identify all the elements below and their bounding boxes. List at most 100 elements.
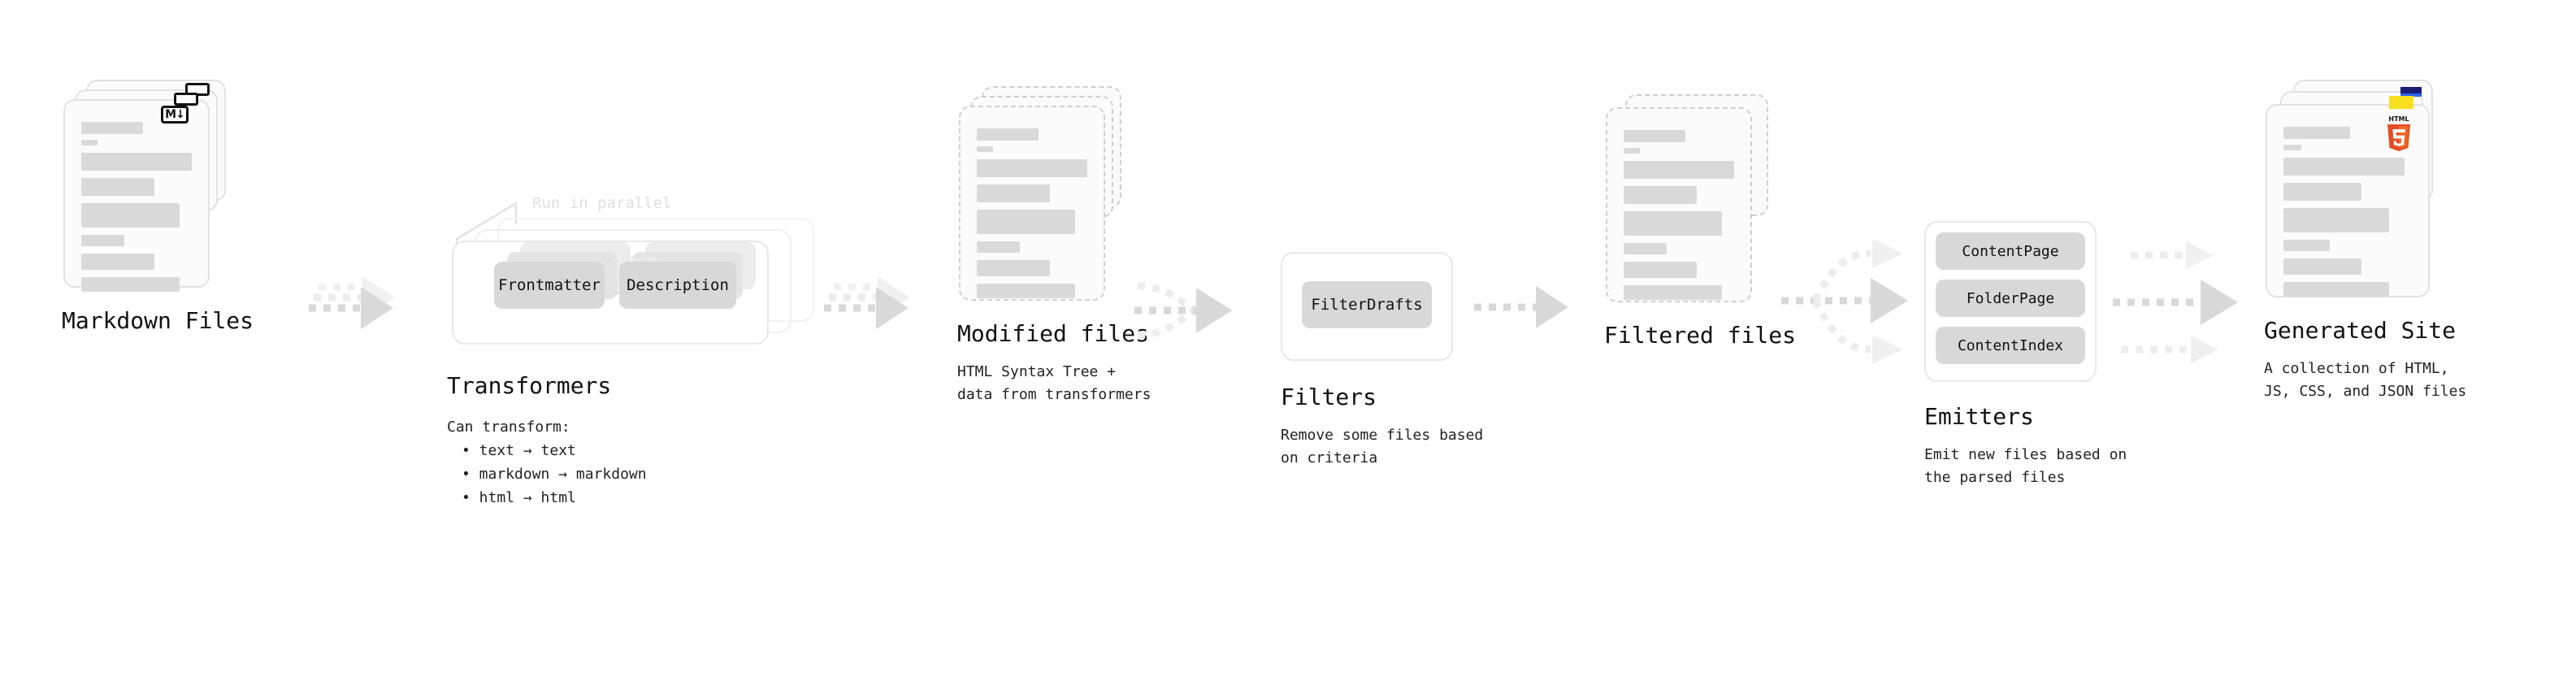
site-card-stack: HTML — [2266, 80, 2452, 297]
stage-markdown-files: M↓ Markdown Files — [62, 80, 254, 334]
skeleton-bar — [81, 203, 180, 228]
markdown-icon-letter: M — [165, 108, 176, 121]
modified-card-front — [959, 106, 1105, 301]
arrowhead — [1196, 288, 1232, 333]
modified-card-stack — [959, 86, 1130, 301]
arrowhead-faded — [1872, 239, 1903, 268]
stage-filtered-files: Filtered files — [1604, 94, 1796, 349]
skeleton-bar — [2283, 183, 2362, 201]
emitters-pill-folderpage[interactable]: FolderPage — [1936, 280, 2085, 317]
skeleton-bar — [1624, 285, 1723, 300]
transformers-subtitle: Can transform: — [447, 419, 570, 436]
filters-pill-filterdrafts-label: FilterDrafts — [1311, 296, 1423, 314]
skeleton-bar — [1624, 186, 1697, 204]
stage-title-transformers: Transformers — [447, 372, 612, 399]
arrowhead-faded — [2186, 241, 2214, 269]
markdown-card-front — [63, 99, 210, 292]
filters-pill-filterdrafts[interactable]: FilterDrafts — [1302, 281, 1432, 328]
modified-files-subtitle: HTML Syntax Tree + data from transformer… — [957, 363, 1151, 403]
stage-generated-site: HTML Generated Site A collection of HTML… — [2264, 80, 2466, 400]
skeleton-bar — [977, 241, 1021, 253]
skeleton-bar — [81, 178, 154, 196]
skeleton-bar — [1624, 148, 1641, 154]
emitters-pill-folderpage-label: FolderPage — [1966, 289, 2055, 307]
skeleton-bar — [2283, 145, 2302, 150]
skeleton-bar — [1624, 211, 1723, 236]
css-icon-svg — [2400, 87, 2422, 97]
transformers-bullet-item: • markdown → markdown — [462, 466, 647, 484]
modified-skeleton-lines — [977, 128, 1087, 306]
skeleton-bar — [81, 254, 154, 270]
filters-subtitle: Remove some files based on criteria — [1281, 427, 1484, 466]
stage-title-filters: Filters — [1281, 384, 1377, 410]
stage-title-modified-files: Modified files — [957, 320, 1150, 347]
site-skeleton-lines — [2283, 127, 2412, 304]
skeleton-bar — [1624, 262, 1697, 278]
html5-icon: HTML — [2383, 114, 2415, 156]
svg-text:HTML: HTML — [2388, 115, 2409, 123]
transformers-pill-description-label: Description — [627, 276, 729, 294]
stage-title-filtered-files: Filtered files — [1604, 322, 1797, 349]
filtered-card-front — [1606, 107, 1752, 302]
emitters-pill-contentpage-label: ContentPage — [1962, 242, 2059, 260]
transformers-annotation: Run in parallel — [532, 194, 672, 212]
arrowhead — [2201, 280, 2238, 325]
filtered-skeleton-lines — [1624, 130, 1734, 307]
skeleton-bar — [2283, 127, 2351, 139]
connector-modified-to-filters — [1134, 282, 1232, 339]
arrowhead — [1536, 286, 1568, 328]
markdown-icon-arrow: ↓ — [176, 108, 185, 121]
connector-transformers-to-modified — [824, 276, 910, 329]
emitters-pill-contentpage[interactable]: ContentPage — [1936, 232, 2085, 270]
arrowhead — [1871, 278, 1908, 323]
stage-title-emitters: Emitters — [1924, 403, 2034, 430]
filtered-card-stack — [1606, 94, 1776, 302]
transformers-pill-description[interactable]: Description — [619, 262, 736, 309]
skeleton-bar — [977, 159, 1087, 177]
markdown-skeleton-lines — [81, 122, 192, 299]
site-card-front — [2266, 104, 2430, 297]
skeleton-bar — [977, 128, 1039, 141]
arrowhead-faded — [1872, 335, 1903, 364]
skeleton-bar — [2283, 158, 2405, 176]
skeleton-bar — [1624, 130, 1686, 142]
arrowhead — [876, 287, 909, 329]
skeleton-bar — [2283, 258, 2362, 275]
emitters-pill-contentindex-label: ContentIndex — [1957, 336, 2064, 354]
connector-md-to-transformers — [309, 276, 395, 329]
skeleton-bar — [81, 122, 144, 134]
connector-filters-to-filtered — [1474, 286, 1568, 328]
skeleton-bar — [81, 140, 98, 145]
transformers-pill-frontmatter[interactable]: Frontmatter — [494, 262, 605, 309]
skeleton-bar — [977, 284, 1076, 298]
skeleton-bar — [977, 260, 1050, 276]
skeleton-bar — [1624, 161, 1734, 179]
skeleton-bar — [2283, 240, 2330, 251]
skeleton-bar — [977, 210, 1076, 234]
markdown-icon-back-1 — [174, 93, 198, 106]
stage-modified-files: Modified files HTML Syntax Tree + data f… — [957, 86, 1151, 403]
html5-icon-svg: HTML — [2387, 115, 2410, 151]
skeleton-bar — [1624, 243, 1667, 254]
skeleton-bar — [2283, 282, 2389, 297]
generated-site-subtitle: A collection of HTML, JS, CSS, and JSON … — [2264, 360, 2467, 400]
arrowhead-faded — [2191, 336, 2218, 363]
transformers-bullet-item: • text → text — [462, 442, 576, 459]
skeleton-bar — [2283, 208, 2389, 232]
emitters-pill-contentindex[interactable]: ContentIndex — [1936, 327, 2085, 364]
arrowhead — [361, 287, 393, 329]
stage-title-generated-site: Generated Site — [2264, 317, 2457, 344]
css-icon — [2400, 85, 2422, 100]
connector-filtered-to-emitters — [1781, 239, 1908, 364]
transformers-bullet-list: • text → text • markdown → markdown • ht… — [462, 439, 647, 510]
skeleton-bar — [81, 153, 192, 171]
emitters-subtitle: Emit new files based on the parsed files — [1924, 446, 2127, 486]
transformers-bullet-item: • html → html — [462, 489, 576, 507]
stage-title-markdown-files: Markdown Files — [62, 307, 254, 334]
skeleton-bar — [81, 277, 180, 292]
js-icon — [2389, 96, 2413, 109]
connector-emitters-to-site — [2113, 241, 2238, 363]
skeleton-bar — [977, 184, 1050, 202]
markdown-card-stack: M↓ — [63, 80, 234, 292]
